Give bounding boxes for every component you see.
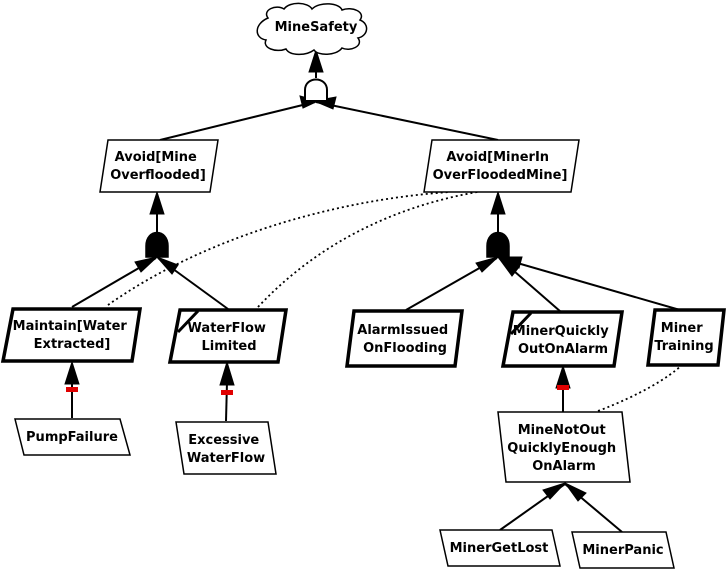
req-label: AlarmIssued OnFlooding xyxy=(357,323,452,356)
arrow-to-root xyxy=(308,48,324,73)
cloud-shape xyxy=(256,2,368,56)
obstruction-mark-3 xyxy=(557,385,569,390)
edge-excessive-to-waterflow xyxy=(225,381,228,422)
edge-avoid-mine-to-root xyxy=(159,101,316,141)
right-and-node xyxy=(486,231,510,258)
root-goal-mine-safety[interactable]: MineSafety xyxy=(256,2,368,56)
req-miner-quickly-out-on-alarm[interactable]: MinerQuickly OutOnAlarm xyxy=(500,310,625,368)
req-label: Maintain[Water Extracted] xyxy=(13,319,132,352)
obstacle-parallelogram xyxy=(497,411,631,483)
arrow-left-and-2 xyxy=(156,256,179,275)
req-parallelogram xyxy=(345,309,464,368)
edge-minertraining-to-and xyxy=(499,257,681,311)
obstacle-label: MinerPanic xyxy=(582,543,663,558)
arrow-bottom-1 xyxy=(542,481,567,500)
goal-label: Avoid[Mine Overflooded] xyxy=(110,150,206,183)
arrow-right-and-3 xyxy=(497,256,523,269)
obstacle-parallelogram xyxy=(14,418,131,456)
arrow-to-minerquickly xyxy=(555,364,571,389)
req-waterflow-limited[interactable]: WaterFlow Limited xyxy=(167,308,289,364)
obstacle-label: MineNotOut QuicklyEnough OnAlarm xyxy=(507,423,620,474)
arrow-to-avoid-mine xyxy=(149,190,165,215)
obstacle-parallelogram xyxy=(571,531,675,569)
obstacle-label: MinerGetLost xyxy=(450,541,549,556)
req-label: Miner Training xyxy=(654,321,713,354)
req-label: MinerQuickly OutOnAlarm xyxy=(513,324,613,357)
arrow-to-maintain xyxy=(64,360,80,385)
dotted-minenotout-to-training xyxy=(597,364,683,412)
obstacle-label: Excessive WaterFlow xyxy=(187,433,265,466)
obstacle-mine-not-out-quickly-enough-on-alarm[interactable]: MineNotOut QuicklyEnough OnAlarm xyxy=(497,411,631,483)
req-parallelogram xyxy=(0,307,143,363)
obstacle-miner-get-lost[interactable]: MinerGetLost xyxy=(439,529,561,567)
and-nodes xyxy=(145,78,510,258)
obstruction-mark-1 xyxy=(66,387,78,392)
arrow-to-waterflow xyxy=(219,360,235,386)
obstacle-excessive-waterflow[interactable]: Excessive WaterFlow xyxy=(175,421,277,475)
goal-avoid-mine-overflooded[interactable]: Avoid[Mine Overflooded] xyxy=(99,139,219,193)
obstacle-parallelogram xyxy=(175,421,277,475)
req-parallelogram xyxy=(500,310,625,368)
req-alarm-issued-on-flooding[interactable]: AlarmIssued OnFlooding xyxy=(345,309,464,368)
dotted-maintain-to-avoid-miner xyxy=(107,191,451,306)
edge-avoid-miner-to-root xyxy=(315,101,499,141)
obstacle-miner-panic[interactable]: MinerPanic xyxy=(571,531,675,569)
obstacle-label: PumpFailure xyxy=(26,430,118,445)
arrow-right-and-1 xyxy=(475,256,499,273)
req-miner-training[interactable]: Miner Training xyxy=(646,308,726,367)
goal-avoid-miner-in-overflooded-mine[interactable]: Avoid[MinerIn OverFloodedMine] xyxy=(423,139,580,193)
req-parallelogram xyxy=(646,308,726,367)
obstruction-mark-2 xyxy=(221,390,233,395)
req-label: WaterFlow Limited xyxy=(188,321,271,354)
left-and-node xyxy=(145,231,169,258)
root-label: MineSafety xyxy=(275,20,358,35)
root-and-node xyxy=(304,78,328,102)
goal-label: Avoid[MinerIn OverFloodedMine] xyxy=(433,150,568,183)
req-maintain-water-extracted[interactable]: Maintain[Water Extracted] xyxy=(0,307,143,363)
obstacle-parallelogram xyxy=(439,529,561,567)
agent-mark xyxy=(509,311,533,336)
arrow-bottom-2 xyxy=(564,482,587,502)
agent-mark xyxy=(176,309,200,334)
req-parallelogram xyxy=(167,308,289,364)
arrow-left-and-1 xyxy=(134,256,159,273)
dotted-waterflow-to-avoid-miner xyxy=(257,189,491,308)
arrow-to-avoid-miner xyxy=(490,190,506,215)
goal-parallelogram xyxy=(423,139,580,193)
obstacle-pump-failure[interactable]: PumpFailure xyxy=(14,418,131,456)
goal-parallelogram xyxy=(99,139,219,193)
